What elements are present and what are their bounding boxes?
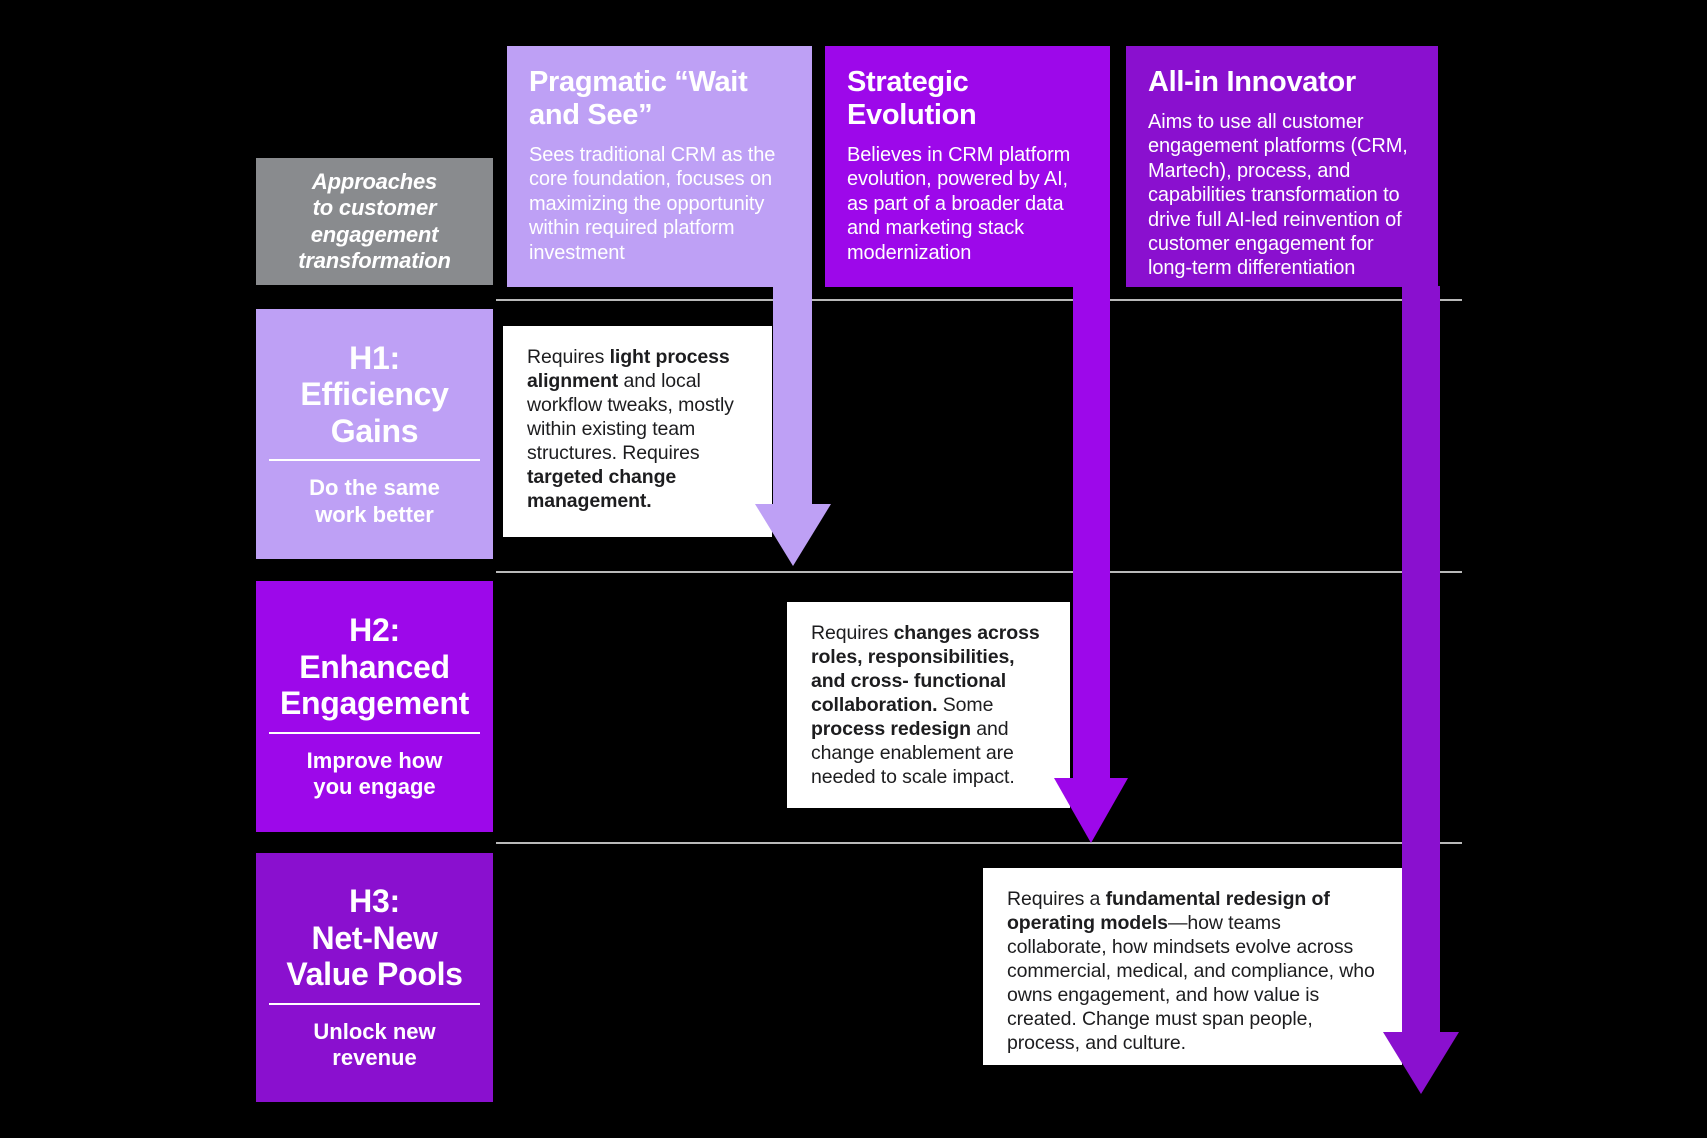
- pragmatic-down-arrow: [755, 286, 831, 566]
- callout-text: Requires a fundamental redesign of opera…: [1007, 888, 1375, 1054]
- row-header-h3-net-new-value-pools: H3: Net-New Value Pools Unlock new reven…: [256, 853, 493, 1102]
- row-divider-line: [269, 459, 480, 462]
- row-title: H2: Enhanced Engagement: [279, 612, 470, 722]
- callout-text: Requires changes across roles, responsib…: [811, 622, 1040, 788]
- callout-h3-all-in: Requires a fundamental redesign of opera…: [983, 868, 1402, 1065]
- matrix-axis-label: Approaches to customer engagement transf…: [256, 158, 493, 285]
- row-header-h2-enhanced-engagement: H2: Enhanced Engagement Improve how you …: [256, 581, 493, 832]
- column-header-strategic-evolution: Strategic Evolution Believes in CRM plat…: [825, 46, 1110, 287]
- callout-h1-pragmatic: Requires light process alignment and loc…: [503, 326, 772, 537]
- column-title: Strategic Evolution: [847, 66, 977, 132]
- strategic-down-arrow: [1054, 285, 1128, 843]
- arrow-head: [755, 504, 831, 566]
- row-subtitle: Do the same work better: [309, 475, 440, 527]
- row-divider-line: [269, 1002, 480, 1005]
- row-separator-line: [496, 571, 1462, 573]
- callout-text: Requires light process alignment and loc…: [527, 346, 734, 512]
- column-description: Aims to use all customer engagement plat…: [1148, 111, 1408, 280]
- row-separator-line: [496, 842, 1462, 844]
- arrow-shaft: [773, 286, 812, 504]
- column-header-all-in-innovator: All-in Innovator Aims to use all custome…: [1126, 46, 1438, 287]
- arrow-head: [1054, 778, 1128, 843]
- column-title: Pragmatic “Wait and See”: [529, 66, 748, 132]
- row-separator-line: [496, 299, 1462, 301]
- column-title: All-in Innovator: [1148, 66, 1356, 98]
- column-header-pragmatic-wait-and-see: Pragmatic “Wait and See” Sees traditiona…: [507, 46, 812, 287]
- arrow-shaft: [1402, 286, 1440, 1032]
- matrix-axis-label-text: Approaches to customer engagement transf…: [298, 168, 451, 273]
- column-description: Sees traditional CRM as the core foundat…: [529, 144, 776, 264]
- row-title: H3: Net-New Value Pools: [286, 883, 463, 993]
- row-subtitle: Unlock new revenue: [313, 1018, 436, 1071]
- arrow-shaft: [1073, 285, 1110, 778]
- row-title: H1: Efficiency Gains: [300, 339, 449, 449]
- row-header-h1-efficiency-gains: H1: Efficiency Gains Do the same work be…: [256, 309, 493, 559]
- all-in-down-arrow: [1383, 286, 1459, 1094]
- column-description: Believes in CRM platform evolution, powe…: [847, 144, 1071, 264]
- row-divider-line: [269, 731, 480, 734]
- row-subtitle: Improve how you engage: [306, 747, 443, 800]
- arrow-head: [1383, 1032, 1459, 1094]
- callout-h2-strategic: Requires changes across roles, responsib…: [787, 602, 1070, 808]
